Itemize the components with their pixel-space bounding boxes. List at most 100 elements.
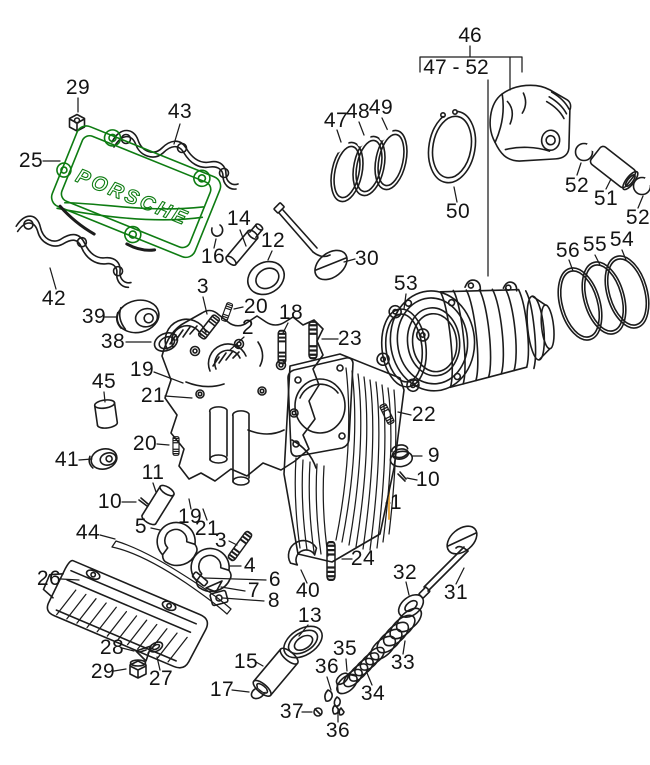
part-number-label-12: 12 (260, 229, 286, 252)
hex-nut-29b-drawing (129, 659, 147, 679)
part-number-label-4: 4 (243, 554, 257, 577)
tappet-15-drawing (252, 647, 299, 697)
part-number-label-28: 28 (99, 636, 125, 659)
half-shell-40-drawing (287, 539, 318, 566)
nut-8-drawing (209, 589, 229, 607)
part-number-label-33: 33 (390, 651, 416, 674)
part-number-label-37: 37 (279, 700, 305, 723)
part-number-label-30: 30 (354, 247, 380, 270)
part-number-label-22: 22 (411, 403, 437, 426)
part-number-label-29: 29 (90, 660, 116, 683)
part-number-label-35: 35 (332, 637, 358, 660)
part-number-label-50: 50 (445, 200, 471, 223)
part-number-label-52: 52 (564, 174, 590, 197)
part-number-label-29: 29 (65, 76, 91, 99)
part-number-label-18: 18 (278, 301, 304, 324)
part-number-label-9: 9 (427, 444, 441, 467)
hex-nut-29-drawing (68, 113, 86, 132)
part-number-label-10: 10 (97, 490, 123, 513)
plug-39-drawing (115, 299, 160, 334)
keeper-37-drawing (313, 707, 323, 717)
part-number-label-34: 34 (360, 682, 386, 705)
part-number-label-55: 55 (582, 233, 608, 256)
cylinder-head-1-drawing (283, 353, 405, 563)
lower-cover-26-drawing (42, 559, 209, 669)
bushing-45-drawing (93, 399, 119, 429)
leader-lines (42, 97, 644, 723)
wedge-28-drawing (135, 645, 152, 662)
snap-ring-52a-drawing (574, 142, 594, 162)
spring-retainer-35-drawing (335, 672, 358, 695)
part-number-label-23: 23 (337, 327, 363, 350)
valve-seat-12-drawing (247, 260, 285, 296)
cover-shadow-strokes (58, 204, 157, 252)
pin-10b-drawing (397, 471, 407, 482)
valve-spring-34-drawing (343, 646, 385, 688)
spring-washer-32-drawing (397, 594, 425, 618)
part-number-label-14: 14 (226, 207, 252, 230)
valve-spring-33-drawing (369, 607, 423, 661)
clip-16-drawing (210, 224, 224, 237)
part-number-label-27: 27 (148, 667, 174, 690)
valve-keepers-36-drawing (324, 689, 345, 716)
pin-10a-drawing (138, 497, 149, 507)
circlip-50-drawing (427, 107, 477, 184)
part-number-label-19: 19 (177, 505, 203, 528)
part-number-label-56: 56 (555, 239, 581, 262)
part-number-label-2: 2 (241, 316, 255, 339)
part-number-label-3: 3 (214, 529, 228, 552)
part-number-label-20: 20 (243, 295, 269, 318)
part-number-label-54: 54 (609, 228, 635, 251)
group-bracket-46 (419, 45, 523, 277)
part-number-label-8: 8 (267, 589, 281, 612)
part-number-label-38: 38 (100, 330, 126, 353)
part-number-label-20: 20 (132, 432, 158, 455)
part-number-label-1: 1 (389, 491, 403, 514)
part-number-label-52: 52 (625, 206, 650, 229)
snap-ring-52b-drawing (632, 176, 650, 196)
part-number-label-17: 17 (209, 678, 235, 701)
gasket-42-drawing (15, 215, 132, 289)
part-number-label-48: 48 (345, 100, 371, 123)
part-number-label-11: 11 (141, 461, 165, 484)
piston-rings-47-48-49-drawing (330, 128, 408, 203)
cap-nut-41-drawing (88, 448, 118, 470)
part-number-label-21: 21 (194, 517, 220, 540)
part-number-label-31: 31 (443, 581, 469, 604)
sealing-rings-54-55-56-drawing (557, 255, 650, 341)
part-number-label-51: 51 (593, 187, 619, 210)
wrist-pin-51-drawing (589, 145, 639, 191)
valve-31-drawing (418, 525, 478, 599)
piston-46-drawing (489, 84, 572, 162)
part-number-label-39: 39 (81, 305, 107, 328)
porsche-brand-lettering: PORSCHE (73, 165, 192, 230)
dowel-11-drawing (141, 484, 175, 526)
valve-guide-14-drawing (225, 223, 264, 267)
part-number-label-15: 15 (233, 650, 259, 673)
part-number-label-32: 32 (392, 561, 418, 584)
wedge-7-drawing (205, 580, 223, 593)
valve-30-drawing (273, 202, 348, 281)
part-number-label-36: 36 (314, 655, 340, 678)
part-number-label-36: 36 (325, 719, 351, 742)
part-number-label-7: 7 (247, 579, 261, 602)
part-number-label-10: 10 (415, 468, 441, 491)
part-number-label-40: 40 (295, 579, 321, 602)
group-callout-range-47-52: 47 - 52 (423, 56, 489, 79)
part-number-label-42: 42 (41, 287, 67, 310)
part-number-label-13: 13 (297, 604, 323, 627)
part-number-label-26: 26 (36, 567, 62, 590)
part-number-label-19: 19 (129, 358, 155, 381)
pin-6-drawing (191, 571, 209, 587)
part-number-label-43: 43 (167, 100, 193, 123)
group-callout-46: 46 (458, 24, 482, 47)
part-number-label-24: 24 (350, 547, 376, 570)
part-number-label-25: 25 (18, 149, 44, 172)
part-number-label-5: 5 (134, 515, 148, 538)
part-number-label-6: 6 (268, 568, 282, 591)
gasket-44-drawing (111, 540, 232, 615)
valve-cap-9-drawing (389, 444, 414, 468)
camshaft-housing-2-drawing (161, 309, 324, 486)
